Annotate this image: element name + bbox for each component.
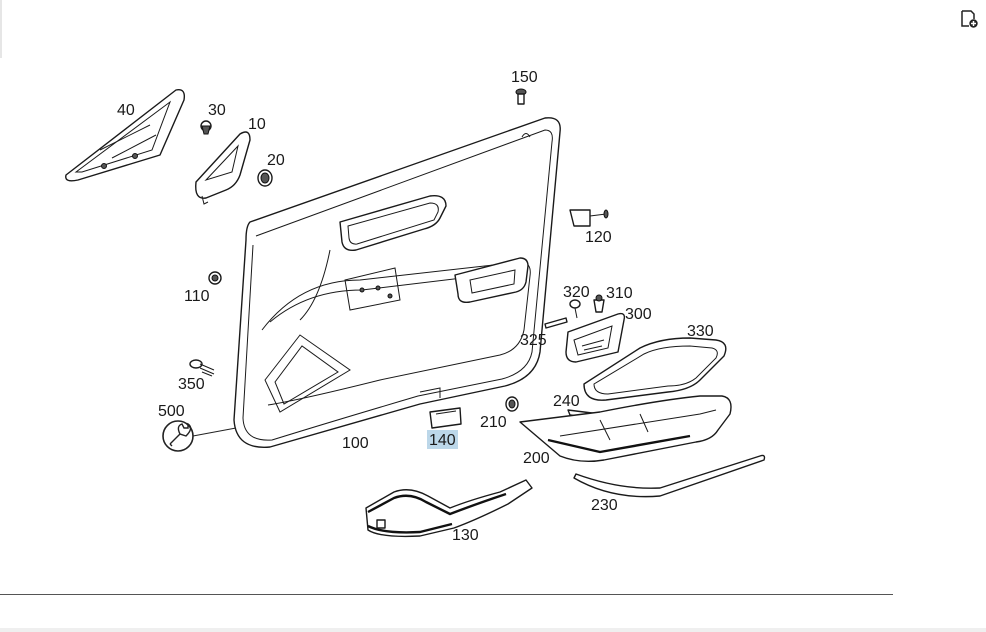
callout-40[interactable]: 40 (117, 102, 135, 119)
part-150-screw[interactable] (515, 88, 527, 105)
part-350-screw[interactable] (189, 359, 215, 377)
part-120-fastener[interactable] (569, 209, 609, 227)
part-330-armrest-frame[interactable] (583, 337, 727, 401)
add-to-list-icon (961, 10, 978, 28)
part-230-trim-strip[interactable] (573, 454, 766, 498)
callout-320[interactable]: 320 (563, 284, 590, 301)
left-edge-divider (0, 0, 2, 58)
part-320-clip[interactable] (569, 299, 581, 319)
callout-210[interactable]: 210 (480, 414, 507, 431)
part-40-mirror-trim[interactable] (65, 89, 186, 182)
part-110-clip[interactable] (208, 271, 222, 285)
part-130-insulation[interactable] (365, 479, 533, 538)
callout-30[interactable]: 30 (208, 102, 226, 119)
callout-230[interactable]: 230 (591, 497, 618, 514)
callout-350[interactable]: 350 (178, 376, 205, 393)
callout-500[interactable]: 500 (158, 403, 185, 420)
bottom-bar (0, 628, 986, 632)
callout-150[interactable]: 150 (511, 69, 538, 86)
callout-240[interactable]: 240 (553, 393, 580, 410)
part-100-door-panel[interactable] (233, 117, 561, 448)
part-20-grommet[interactable] (257, 169, 273, 187)
highlight-140 (427, 430, 458, 449)
part-10-speaker-cover[interactable] (195, 131, 251, 205)
callout-330[interactable]: 330 (687, 323, 714, 340)
callout-100[interactable]: 100 (342, 435, 369, 452)
part-140-cover[interactable] (429, 407, 462, 429)
part-325-strip[interactable] (544, 317, 568, 329)
callout-20[interactable]: 20 (267, 152, 285, 169)
part-310-clip[interactable] (593, 294, 605, 313)
part-30-clip[interactable] (200, 120, 212, 135)
callout-140[interactable]: 140 (429, 432, 456, 449)
callout-325[interactable]: 325 (520, 332, 547, 349)
callout-310[interactable]: 310 (606, 285, 633, 302)
bottom-divider (0, 594, 893, 595)
callout-200[interactable]: 200 (523, 450, 550, 467)
callout-120[interactable]: 120 (585, 229, 612, 246)
callout-130[interactable]: 130 (452, 527, 479, 544)
callout-110[interactable]: 110 (184, 288, 210, 305)
part-210-plug[interactable] (505, 396, 519, 412)
callout-300[interactable]: 300 (625, 306, 652, 323)
callout-10[interactable]: 10 (248, 116, 266, 133)
wrench-icon (169, 422, 192, 447)
add-to-list-button[interactable] (959, 9, 979, 29)
part-300-switch-bezel[interactable] (565, 312, 626, 363)
part-500-tool-symbol[interactable] (162, 420, 237, 452)
part-200-armrest[interactable] (519, 395, 732, 463)
